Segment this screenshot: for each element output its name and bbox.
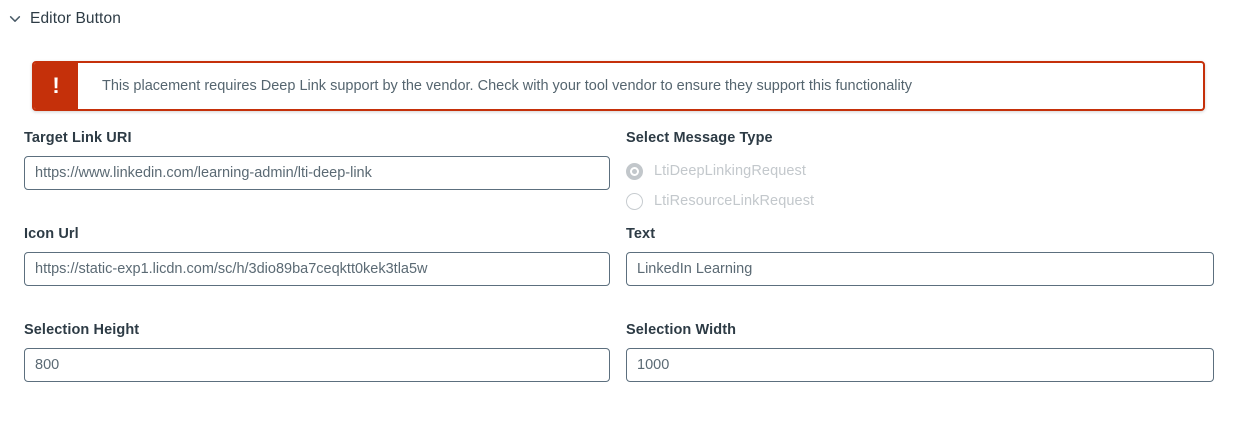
icon-url-input[interactable] (24, 252, 610, 286)
field-selection-width: Selection Width (626, 322, 1214, 382)
radio-label: LtiDeepLinkingRequest (654, 163, 807, 179)
message-type-radio-group: LtiDeepLinkingRequest LtiResourceLinkReq… (626, 156, 1214, 216)
exclamation-icon: ! (34, 63, 78, 109)
alert-body: This placement requires Deep Link suppor… (78, 63, 1203, 109)
alert-message: This placement requires Deep Link suppor… (102, 77, 913, 94)
radio-selected-icon (626, 162, 643, 180)
label-selection-width: Selection Width (626, 322, 737, 338)
text-input[interactable] (626, 252, 1214, 286)
label-icon-url: Icon Url (24, 226, 79, 242)
field-text: Text (626, 226, 1214, 286)
radio-option-lti-deep-linking-request[interactable]: LtiDeepLinkingRequest (626, 156, 1214, 186)
radio-unselected-icon (626, 192, 643, 210)
form-row: Selection Height Selection Width (0, 322, 1246, 418)
field-target-link-uri: Target Link URI (24, 130, 610, 190)
target-link-uri-input[interactable] (24, 156, 610, 190)
deep-link-warning-alert: ! This placement requires Deep Link supp… (32, 61, 1205, 111)
label-text: Text (626, 226, 656, 242)
form-row: Icon Url Text (0, 226, 1246, 322)
editor-button-form: Target Link URI Select Message Type LtiD… (0, 130, 1246, 418)
field-icon-url: Icon Url (24, 226, 610, 286)
selection-width-input[interactable] (626, 348, 1214, 382)
field-select-message-type: Select Message Type LtiDeepLinkingReques… (626, 130, 1214, 216)
form-row: Target Link URI Select Message Type LtiD… (0, 130, 1246, 226)
section-toggle-editor-button[interactable]: Editor Button (8, 10, 121, 28)
selection-height-input[interactable] (24, 348, 610, 382)
chevron-down-icon (8, 12, 22, 26)
exclamation-glyph: ! (52, 73, 60, 98)
radio-option-lti-resource-link-request[interactable]: LtiResourceLinkRequest (626, 186, 1214, 216)
label-select-message-type: Select Message Type (626, 130, 773, 146)
label-target-link-uri: Target Link URI (24, 130, 132, 146)
label-selection-height: Selection Height (24, 322, 140, 338)
radio-label: LtiResourceLinkRequest (654, 193, 815, 209)
page-title: Editor Button (30, 10, 121, 27)
field-selection-height: Selection Height (24, 322, 610, 382)
